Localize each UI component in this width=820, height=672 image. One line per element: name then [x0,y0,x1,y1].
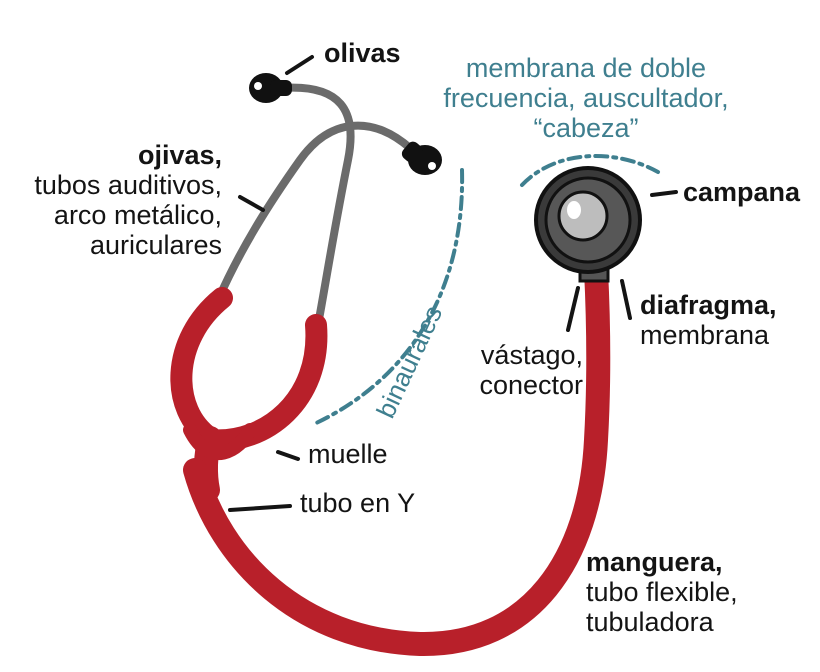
campana-leader [650,190,678,197]
y-branch-fill [183,423,257,460]
ojivas-line-4: auriculares [89,230,222,260]
manguera-line-2: tubo flexible, [586,577,738,607]
campana-label: campana [683,177,800,207]
manguera-title: manguera, [586,547,723,577]
left-ear-tip [249,73,292,103]
left-binaural-tube [278,83,355,329]
diafragma-label: diafragma, membrana [640,290,777,350]
membrana-guide [520,154,660,187]
ojivas-line-3: arco metálico, [53,200,222,230]
right-binaural-tube [214,121,414,304]
ojivas-line-2: tubos auditivos, [34,170,222,200]
chest-piece [534,166,642,283]
vastago-line-2: conector [479,370,583,400]
manguera-label: manguera, tubo flexible, tubuladora [586,547,738,637]
right-red-tube [199,314,328,452]
vastago-leader [566,286,580,332]
binaurales-label: binaurales [370,301,448,422]
olivas-leader [285,55,314,75]
diafragma-leader [620,279,632,320]
muelle-text: muelle [308,439,388,469]
diafragma-line-2: membrana [640,320,770,350]
vastago-line-1: vástago, [480,340,583,370]
muelle-label: muelle [308,439,388,469]
tubo-y-leader [228,504,292,512]
tubo-y-label: tubo en Y [300,488,415,518]
leader-lines [228,55,678,512]
olivas-label: olivas [324,38,401,68]
diafragma-title: diafragma, [640,290,777,320]
ojivas-leader [238,195,265,212]
muelle-leader [276,450,300,461]
ojivas-title: ojivas, [137,140,222,170]
vastago-label: vástago, conector [479,340,583,400]
main-hose [183,258,611,657]
membrana-label: membrana de doble frecuencia, auscultado… [414,53,758,143]
olivas-text: olivas [324,38,401,68]
membrana-line-3: “cabeza” [533,113,639,143]
right-ear-tip [401,141,442,175]
campana-text: campana [683,177,801,207]
membrana-line-2: frecuencia, auscultador, [443,83,729,113]
binaurales-guide [310,168,465,427]
left-red-tube [170,287,233,449]
tubo-y-text: tubo en Y [300,488,416,518]
membrana-line-1: membrana de doble [465,53,707,83]
manguera-line-3: tubuladora [586,607,714,637]
ojivas-label: ojivas, tubos auditivos, arco metálico, … [34,140,222,260]
